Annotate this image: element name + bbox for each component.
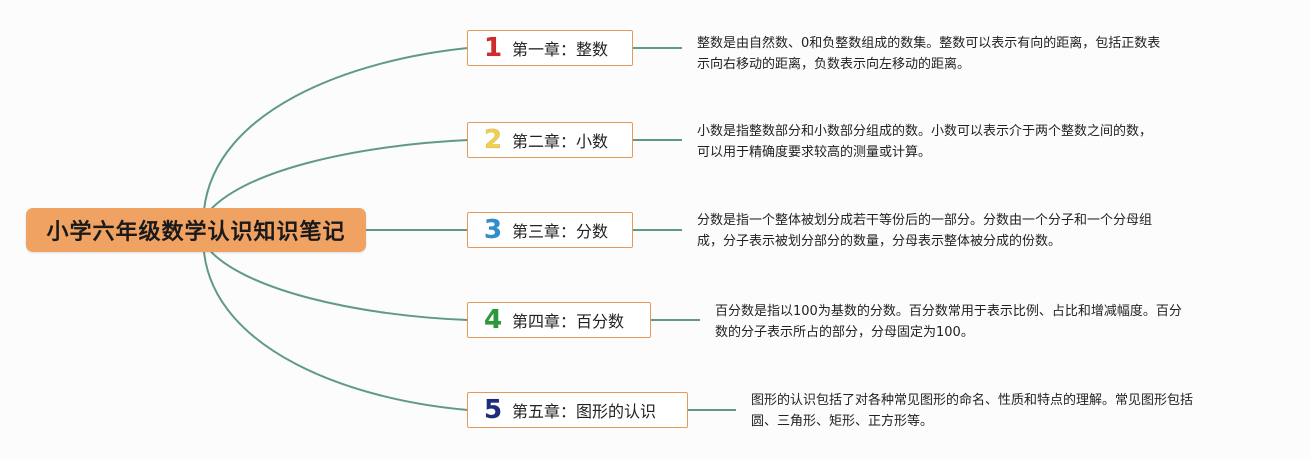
note-line: 小数是指整数部分和小数部分组成的数。小数可以表示介于两个整数之间的数，: [697, 124, 1153, 139]
note-line: 百分数是指以100为基数的分数。百分数常用于表示比例、占比和增减幅度。百分: [715, 304, 1182, 319]
number-two-icon: 2: [484, 125, 503, 155]
chapter-node-4[interactable]: 4 第四章：百分数: [467, 302, 651, 338]
note-line: 可以用于精确度要求较高的测量或计算。: [697, 145, 932, 160]
note-line: 圆、三角形、矩形、正方形等。: [751, 414, 934, 429]
root-topic-label: 小学六年级数学认识知识笔记: [46, 220, 346, 245]
note-line: 示向右移动的距离，负数表示向左移动的距离。: [697, 57, 971, 72]
chapter-node-2[interactable]: 2 第二章：小数: [467, 122, 633, 158]
chapter-title: 第四章：百分数: [512, 312, 625, 331]
branch-connector-2: [205, 139, 469, 216]
note-line: 分数是指一个整体被划分成若干等份后的一部分。分数由一个分子和一个分母组: [697, 213, 1153, 228]
note-line: 成，分子表示被划分部分的数量，分母表示整体被分成的份数。: [697, 234, 1062, 249]
chapter-note-5: 图形的认识包括了对各种常见图形的命名、性质和特点的理解。常见图形包括 圆、三角形…: [751, 390, 1291, 432]
chapter-note-4: 百分数是指以100为基数的分数。百分数常用于表示比例、占比和增减幅度。百分 数的…: [715, 301, 1255, 343]
note-line: 整数是由自然数、0和负整数组成的数集。整数可以表示有向的距离，包括正数表: [697, 36, 1161, 51]
chapter-node-1[interactable]: 1 第一章：整数: [467, 30, 633, 66]
chapter-title: 第一章：整数: [512, 40, 609, 59]
chapter-note-1: 整数是由自然数、0和负整数组成的数集。整数可以表示有向的距离，包括正数表 示向右…: [697, 33, 1217, 75]
root-topic[interactable]: 小学六年级数学认识知识笔记: [26, 208, 366, 252]
number-four-icon: 4: [484, 305, 503, 335]
chapter-node-3[interactable]: 3 第三章：分数: [467, 212, 633, 248]
number-three-icon: 3: [484, 215, 503, 245]
chapter-note-3: 分数是指一个整体被划分成若干等份后的一部分。分数由一个分子和一个分母组 成，分子…: [697, 210, 1217, 252]
chapter-title: 第五章：图形的认识: [512, 402, 657, 421]
chapter-title: 第二章：小数: [512, 132, 609, 151]
note-line: 数的分子表示所占的部分，分母固定为100。: [715, 325, 974, 340]
branch-connector-1: [203, 47, 469, 211]
number-five-icon: 5: [484, 395, 503, 425]
chapter-title: 第三章：分数: [512, 222, 609, 241]
chapter-node-5[interactable]: 5 第五章：图形的认识: [467, 392, 688, 428]
chapter-note-2: 小数是指整数部分和小数部分组成的数。小数可以表示介于两个整数之间的数， 可以用于…: [697, 121, 1217, 163]
branch-connector-4: [205, 245, 469, 321]
branch-connector-5: [203, 251, 469, 411]
number-one-icon: 1: [484, 33, 503, 63]
note-line: 图形的认识包括了对各种常见图形的命名、性质和特点的理解。常见图形包括: [751, 393, 1194, 408]
